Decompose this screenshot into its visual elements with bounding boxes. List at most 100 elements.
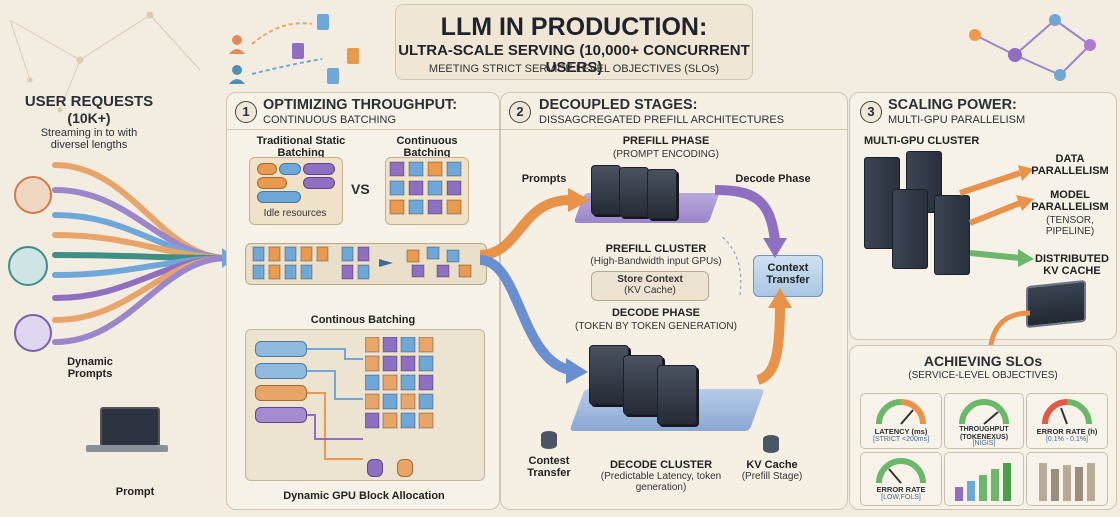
database-icon: [541, 431, 557, 449]
dynamic-allocation-caption: Dynamic GPU Block Allocation: [283, 490, 445, 502]
continuous-grid-cells: [389, 161, 462, 215]
prefill-cluster-label: PREFILL CLUSTER: [605, 243, 707, 255]
header-banner: LLM IN PRODUCTION: ULTRA-SCALE SERVING (…: [395, 4, 753, 80]
gauge-sub: [NIGIS]: [972, 440, 996, 447]
data-parallelism-label: DATA PARALLELISM: [1031, 153, 1109, 177]
gauge-sub: [0.1% - 0.1%]: [1045, 436, 1089, 443]
vs-label: VS: [351, 181, 370, 197]
error-rate-gauge: ERROR RATE (h) [0.1% - 0.1%]: [1026, 393, 1108, 449]
allocation-grid: [365, 337, 434, 429]
user-requests-desc: Streaming in to with diversel lengths: [40, 127, 138, 151]
bar-graph-icon: [1039, 463, 1095, 501]
gauge-label: LATENCY (ms): [874, 427, 928, 436]
model-parallelism-label: MODEL PARALLELISM: [1031, 189, 1109, 213]
throughput-bars: [944, 452, 1024, 506]
gauge-dial-icon: [876, 458, 926, 484]
kv-cache-sub: (Prefill Stage): [741, 471, 803, 482]
contest-transfer-label: Contest Transfer: [527, 455, 571, 479]
context-transfer-label: Context Transfer: [766, 262, 810, 286]
decode-cluster-label: DECODE CLUSTER: [609, 459, 713, 471]
section-number: 2: [509, 101, 531, 123]
prompt-label: Prompt: [115, 486, 155, 498]
gauge-sub: [LOW,FOLS]: [881, 494, 921, 501]
gpu-rack-icon: [892, 189, 928, 269]
prefill-phase-sub: (PROMPT ENCODING): [613, 149, 719, 160]
store-context-kv: (KV Cache): [624, 285, 676, 296]
error-rate-low-gauge: ERROR RATE [LOW,FOLS]: [860, 452, 942, 506]
prefill-gpu-icon: [619, 167, 649, 217]
traditional-batching-label: Traditional Static Batching: [256, 135, 346, 159]
decode-phase-arrow-label: Decode Phase: [735, 173, 811, 185]
decode-cluster-sub: (Predictable Latency, token generation): [600, 471, 722, 493]
decode-gpu-icon: [657, 365, 697, 425]
header-tagline: MEETING STRICT SERVICE LEVEL OBJECTIVES …: [428, 63, 720, 75]
header-users-illustration: [229, 14, 359, 84]
header-network-illustration: [969, 14, 1096, 81]
section-number: 1: [235, 101, 257, 123]
gauge-label: THROUGHPUT (TOKENEXUS): [959, 426, 1009, 441]
section-scaling-power: 3 SCALING POWER: MULTI-GPU PARALLELISM M…: [849, 92, 1117, 359]
user-requests-title: USER REQUESTS: [24, 93, 154, 110]
section2-subtitle: DISSAGCREGATED PREFILL ARCHITECTURES: [539, 114, 785, 126]
gauge-dial-icon: [959, 399, 1009, 425]
section3-title: SCALING POWER:: [888, 97, 1017, 113]
decode-phase-label: DECODE PHASE: [611, 307, 701, 319]
section-number: 3: [860, 101, 882, 123]
gauge-dial-icon: [1042, 399, 1092, 425]
header-subtitle: ULTRA-SCALE SERVING (10,000+ CONCURRENT …: [398, 42, 750, 76]
context-transfer-box: Context Transfer: [753, 255, 823, 297]
user-avatar-icon: [14, 314, 52, 352]
parallelism-arrows: [959, 165, 1034, 267]
laptop-icon: [100, 407, 160, 447]
laptop-base: [86, 445, 168, 452]
slo-subtitle: (SERVICE-LEVEL OBJECTIVES): [908, 370, 1058, 381]
model-parallelism-sub: (TENSOR, PIPELINE): [1045, 215, 1095, 237]
section-continuous-batching: 1 OPTIMIZING THROUGHPUT: CONTINUOUS BATC…: [226, 92, 500, 510]
continuous-batching-label: Continuous Batching: [396, 135, 458, 159]
section1-subtitle: CONTINUOUS BATCHING: [263, 114, 397, 126]
gauge-sub: [STRICT <200ms]: [872, 436, 930, 443]
store-context-box: Store Context (KV Cache): [591, 271, 709, 301]
multi-gpu-cluster-label: MULTI-GPU CLUSTER: [864, 135, 980, 147]
continuous-batching-caption: Continous Batching: [310, 314, 416, 326]
decode-gpu-icon: [623, 355, 663, 415]
bar-graph-icon: [955, 463, 1011, 501]
flow-arrows: [479, 185, 792, 385]
prefill-phase-label: PREFILL PHASE: [622, 135, 710, 147]
gpu-rack-icon: [934, 195, 970, 275]
gauge-label: ERROR RATE (h): [1036, 427, 1098, 436]
distributed-kv-label: DISTRIBUTED KV CACHE: [1035, 253, 1109, 277]
section3-subtitle: MULTI-GPU PARALLELISM: [888, 114, 1026, 126]
user-avatar-icon: [14, 176, 52, 214]
gauge-dial-icon: [876, 399, 926, 425]
prefill-gpu-icon: [647, 169, 677, 219]
idle-resources-label: Idle resources: [263, 208, 327, 219]
request-streams: [52, 162, 235, 345]
header-title: LLM IN PRODUCTION:: [440, 13, 708, 41]
decode-phase-sub: (TOKEN BY TOKEN GENERATION): [575, 321, 737, 332]
section1-title: OPTIMIZING THROUGHPUT:: [263, 97, 458, 113]
user-requests-heading: USER REQUESTS (10K+) Streaming in to wit…: [14, 93, 164, 151]
dynamic-prompts-label: Dynamic Prompts: [67, 356, 113, 380]
prompts-label: Prompts: [521, 173, 567, 185]
user-avatar-icon: [8, 246, 48, 286]
section2-title: DECOUPLED STAGES:: [539, 97, 698, 113]
batch-pipeline-cells: [252, 246, 472, 280]
divider: [227, 129, 499, 130]
prefill-cluster-sub: (High-Bandwidth input GPUs): [590, 256, 722, 267]
latency-gauge: LATENCY (ms) [STRICT <200ms]: [860, 393, 942, 449]
divider: [501, 129, 847, 130]
user-requests-count: (10K+): [67, 110, 111, 126]
allocation-arrows: [307, 348, 363, 460]
kv-cache-label: KV Cache: [746, 459, 798, 471]
section-slo: ACHIEVING SLOs (SERVICE-LEVEL OBJECTIVES…: [849, 345, 1117, 510]
slo-title: ACHIEVING SLOs: [923, 353, 1043, 369]
store-context-label: Store Context: [617, 274, 683, 285]
throughput-gauge: THROUGHPUT (TOKENEXUS) [NIGIS]: [944, 393, 1024, 449]
error-bars: [1026, 452, 1108, 506]
database-icon: [763, 435, 779, 453]
gauge-label: ERROR RATE: [876, 485, 926, 494]
section-decoupled-stages: 2 DECOUPLED STAGES: DISSAGCREGATED PREFI…: [500, 92, 848, 510]
